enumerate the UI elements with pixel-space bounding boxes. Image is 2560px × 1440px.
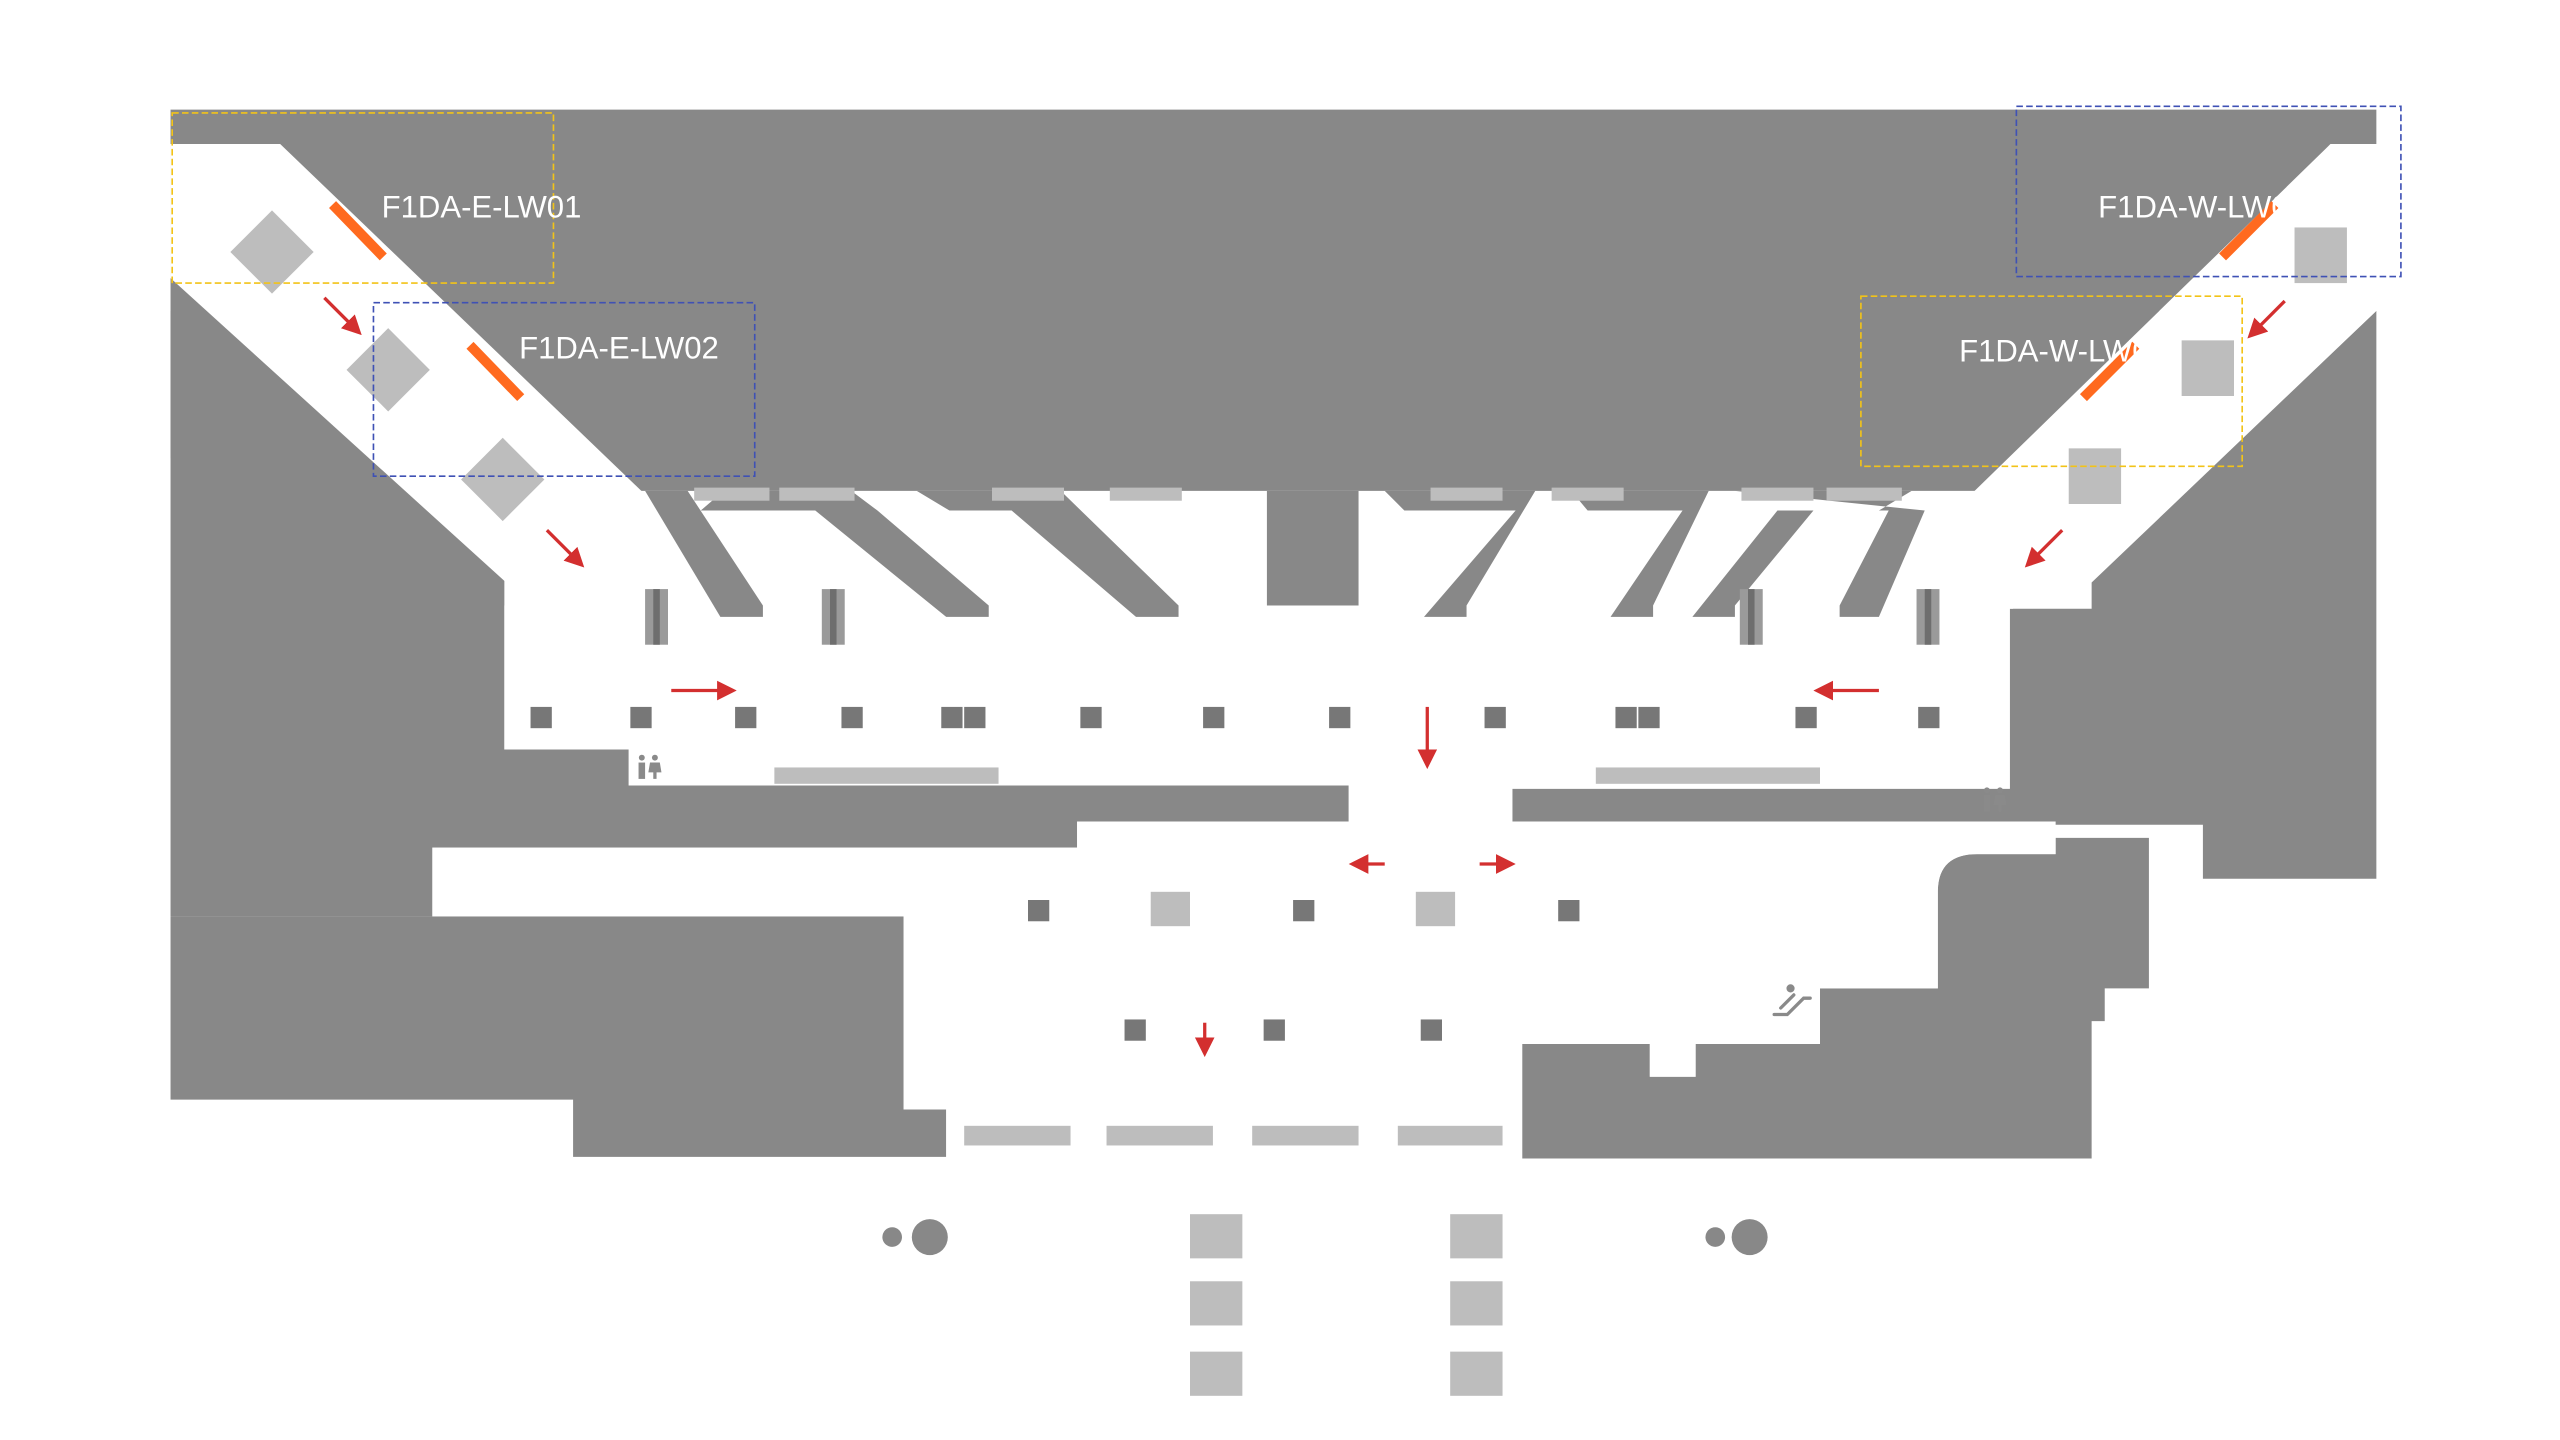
zone-label: F1DA-E-LW01: [382, 190, 582, 225]
zone-label: F1DA-W-LW01: [2098, 190, 2306, 225]
walls: [170, 109, 2377, 1159]
ad-panel-w-lw01: [2219, 201, 2279, 261]
pillars: [645, 589, 1940, 645]
ad-panel-w-lw02: [2079, 341, 2140, 402]
columns: [530, 706, 1940, 1041]
boarding-bars: [694, 487, 1902, 1146]
zone-f1da-w-lw02[interactable]: F1DA-W-LW02: [1860, 295, 2243, 468]
zone-label: F1DA-W-LW02: [1959, 334, 2167, 369]
ad-panel-e-lw02: [466, 341, 525, 402]
planters: [882, 1219, 1768, 1256]
zone-f1da-e-lw01[interactable]: F1DA-E-LW01: [171, 112, 582, 284]
escalator-icon: [1772, 984, 1812, 1017]
gate-piers: [645, 490, 1925, 617]
ad-panels: [329, 201, 2279, 402]
restroom-icon: [1983, 787, 2007, 812]
flow-arrows: [323, 296, 2286, 1058]
restroom-icon: [638, 754, 662, 779]
zone-f1da-w-lw01[interactable]: F1DA-W-LW01: [2015, 105, 2402, 278]
ad-panel-e-lw01: [329, 201, 387, 261]
zone-label: F1DA-E-LW02: [519, 330, 719, 365]
